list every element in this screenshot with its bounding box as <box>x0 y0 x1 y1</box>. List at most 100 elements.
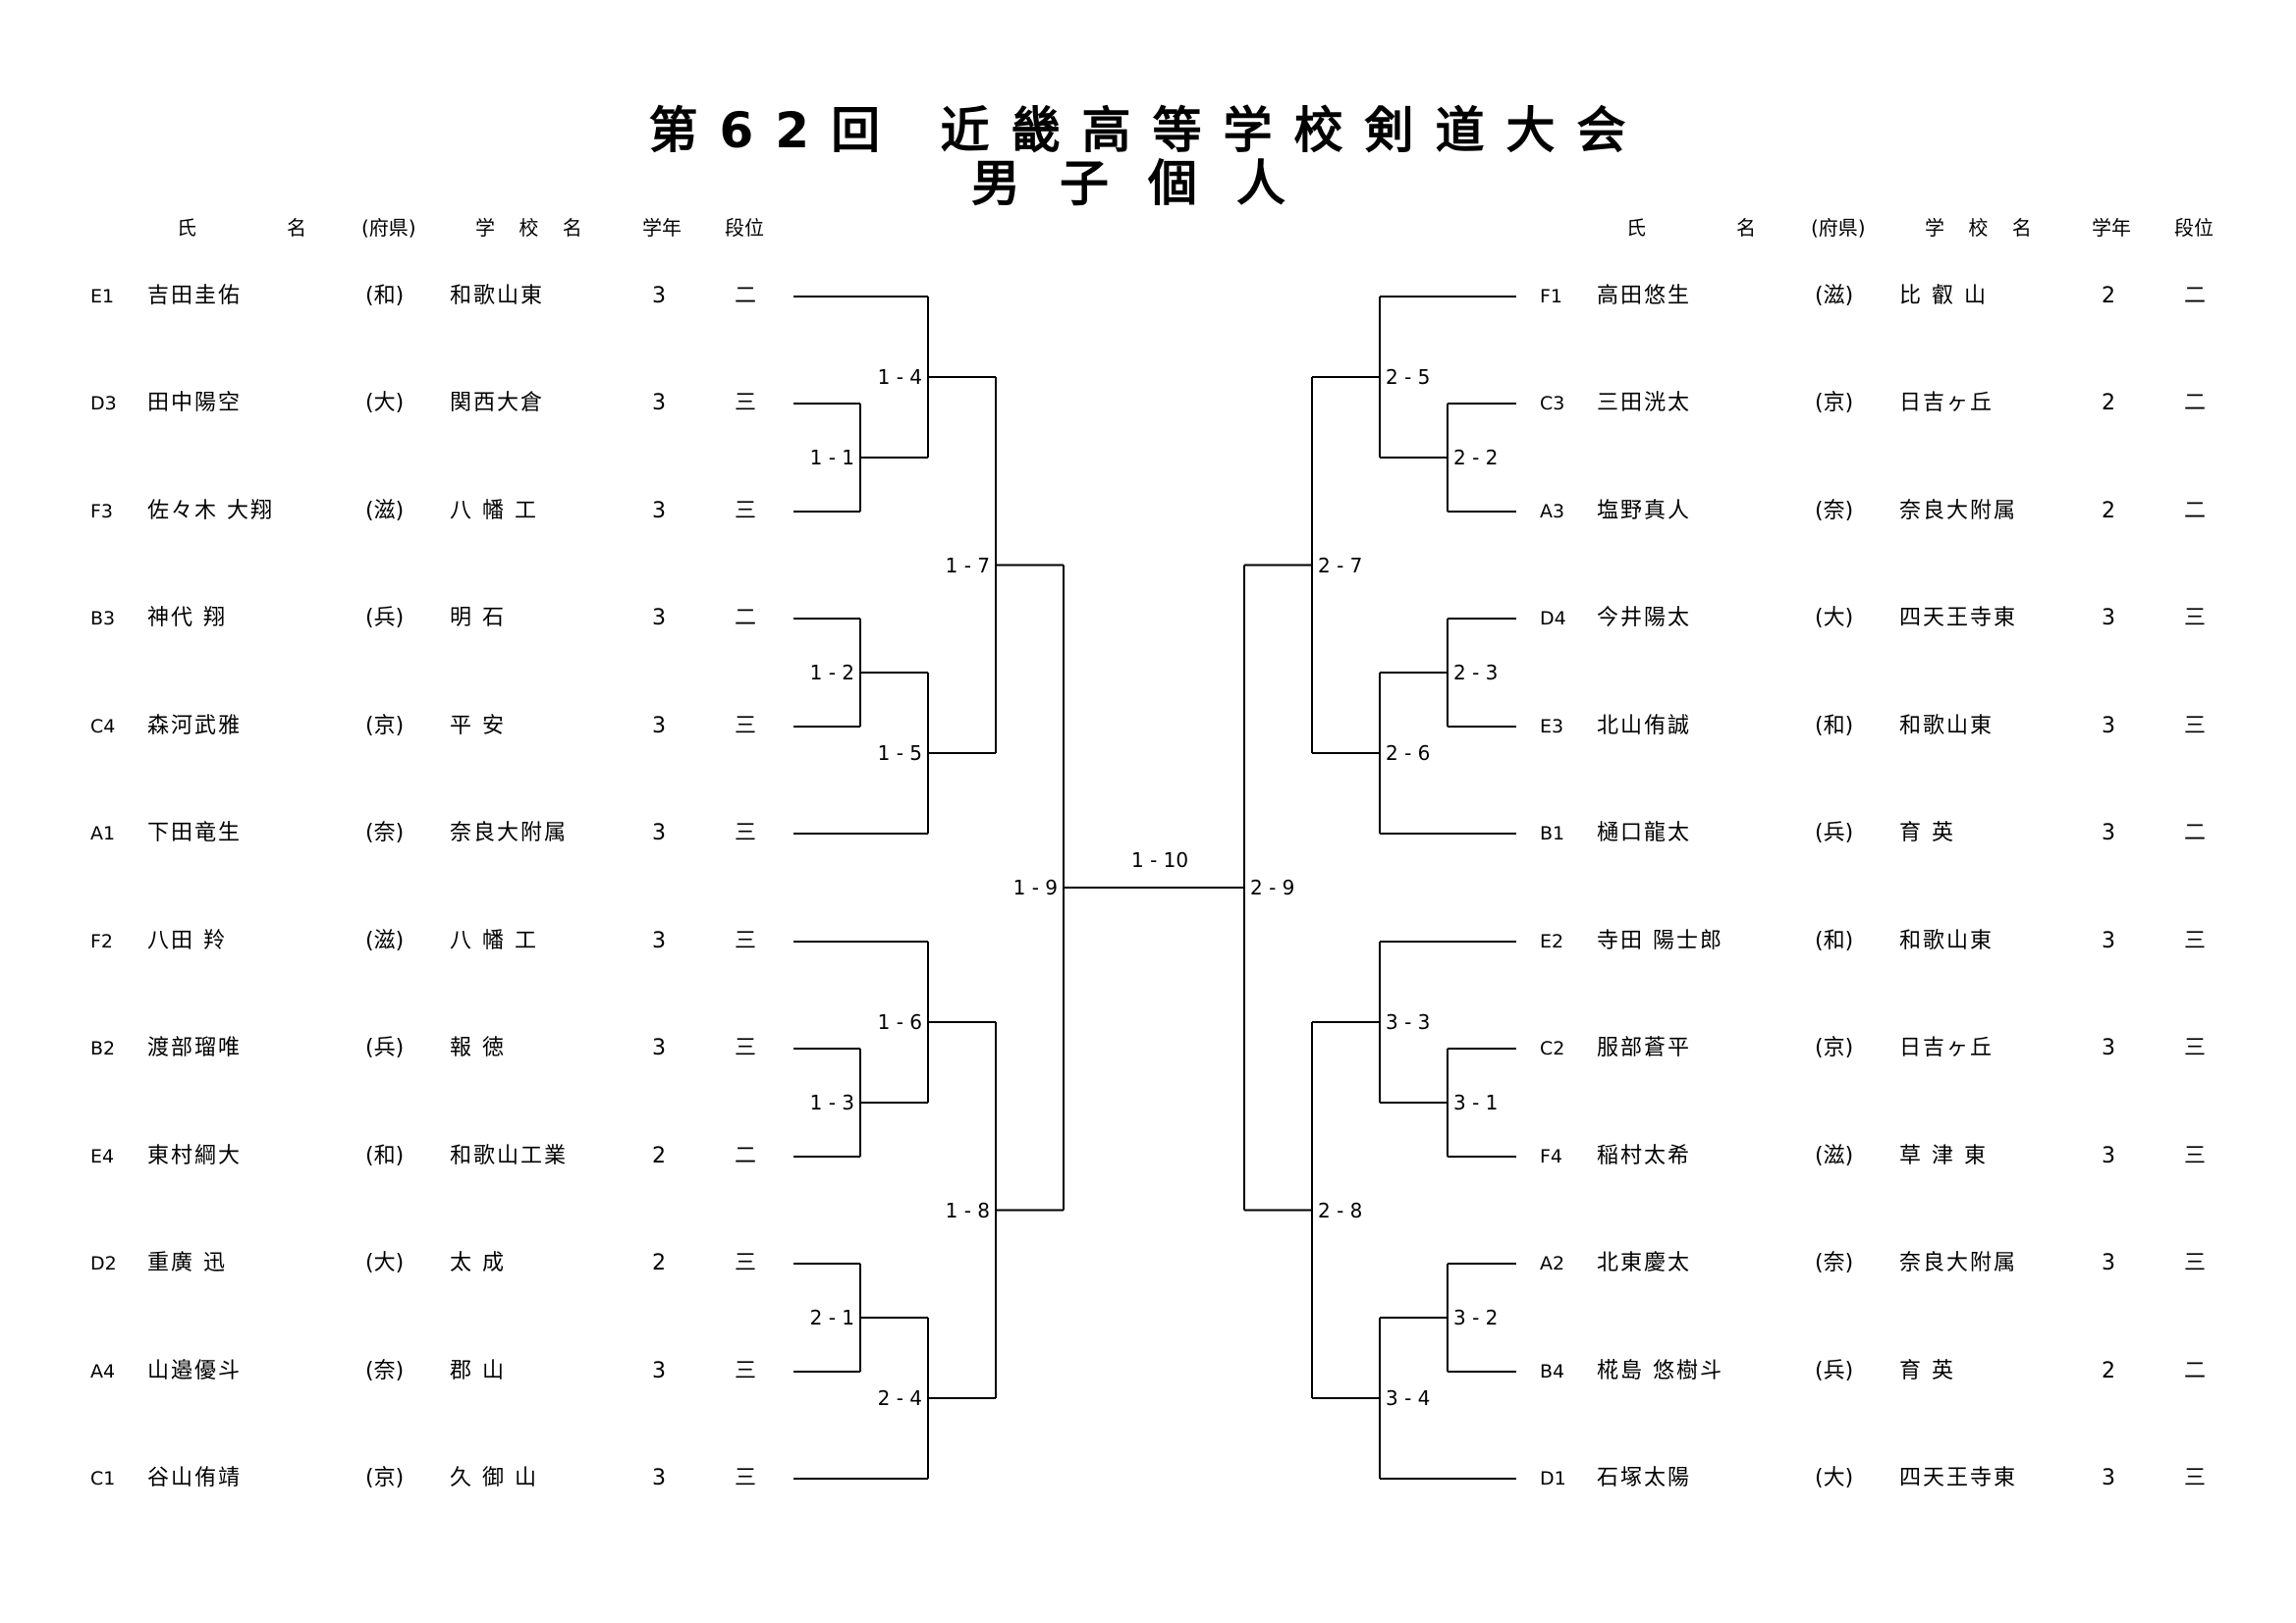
grade: 3 <box>652 606 666 630</box>
prefecture: (滋) <box>365 499 405 523</box>
seed-label: D2 <box>90 1253 117 1274</box>
seed-label: D1 <box>1540 1468 1566 1489</box>
school-name: 育 英 <box>1899 821 1955 845</box>
seed-label: C4 <box>90 716 116 737</box>
dan-rank: 三 <box>2184 606 2207 630</box>
seed-label: D4 <box>1540 608 1566 629</box>
player-name: 田中陽空 <box>147 391 243 415</box>
school-name: 和歌山工業 <box>450 1144 569 1168</box>
grade: 3 <box>2102 606 2115 630</box>
dan-rank: 三 <box>735 821 757 845</box>
header-rank: 段位 <box>725 216 764 240</box>
dan-rank: 三 <box>2184 1466 2207 1490</box>
tournament-title: 第62回 近畿高等学校剣道大会 <box>648 102 1648 159</box>
match-label: 2 - 3 <box>1451 661 1501 684</box>
header-name-1: 氏 <box>1626 216 1646 240</box>
grade: 3 <box>2102 1466 2115 1490</box>
prefecture: (京) <box>365 1466 405 1490</box>
seed-label: C2 <box>1540 1038 1565 1059</box>
match-label: 1 - 6 <box>875 1010 924 1034</box>
match-label: 2 - 1 <box>807 1306 856 1329</box>
dan-rank: 三 <box>2184 1251 2207 1275</box>
grade: 3 <box>2102 714 2115 738</box>
seed-label: A3 <box>1540 501 1565 522</box>
dan-rank: 二 <box>735 284 757 308</box>
header-school: 学 校 名 <box>1925 216 2032 240</box>
grade: 3 <box>652 929 666 953</box>
grade: 3 <box>652 1036 666 1060</box>
school-name: 奈良大附属 <box>450 821 569 845</box>
grade: 3 <box>2102 1036 2115 1060</box>
seed-label: E1 <box>90 286 115 307</box>
seed-label: B4 <box>1540 1361 1565 1382</box>
dan-rank: 二 <box>2184 391 2207 415</box>
grade: 3 <box>2102 1144 2115 1168</box>
grade: 3 <box>652 714 666 738</box>
grade: 3 <box>2102 1251 2115 1275</box>
dan-rank: 二 <box>2184 821 2207 845</box>
prefecture: (滋) <box>1815 1144 1854 1168</box>
school-name: 比 叡 山 <box>1899 284 1988 308</box>
prefecture: (和) <box>365 1144 405 1168</box>
player-name: 神代 翔 <box>147 606 227 630</box>
school-name: 太 成 <box>450 1251 506 1275</box>
prefecture: (兵) <box>1815 1359 1854 1383</box>
header-rank: 段位 <box>2174 216 2214 240</box>
prefecture: (奈) <box>1815 1251 1854 1275</box>
header-name-2: 名 <box>1736 216 1756 240</box>
grade: 2 <box>2102 391 2115 415</box>
school-name: 関西大倉 <box>450 391 545 415</box>
prefecture: (大) <box>1815 606 1854 630</box>
dan-rank: 三 <box>2184 714 2207 738</box>
header-pref: (府県) <box>1811 216 1866 240</box>
school-name: 明 石 <box>450 606 506 630</box>
match-label: 3 - 1 <box>1451 1091 1501 1114</box>
seed-label: F3 <box>90 501 114 522</box>
header-name-1: 氏 <box>177 216 196 240</box>
player-name: 森河武雅 <box>147 714 243 738</box>
match-label: 1 - 4 <box>875 365 924 389</box>
grade: 3 <box>652 1466 666 1490</box>
seed-label: A2 <box>1540 1253 1565 1274</box>
player-name: 石塚太陽 <box>1597 1466 1692 1490</box>
match-label: 1 - 2 <box>807 661 856 684</box>
dan-rank: 三 <box>735 391 757 415</box>
school-name: 久 御 山 <box>450 1466 538 1490</box>
player-name: 服部蒼平 <box>1597 1036 1692 1060</box>
seed-label: A1 <box>90 823 116 844</box>
match-label: 2 - 6 <box>1384 741 1433 765</box>
school-name: 四天王寺東 <box>1899 1466 2018 1490</box>
prefecture: (奈) <box>365 821 405 845</box>
dan-rank: 二 <box>2184 1359 2207 1383</box>
dan-rank: 三 <box>735 714 757 738</box>
prefecture: (滋) <box>1815 284 1854 308</box>
dan-rank: 二 <box>735 1144 757 1168</box>
grade: 3 <box>652 499 666 523</box>
grade: 3 <box>2102 821 2115 845</box>
school-name: 草 津 東 <box>1899 1144 1988 1168</box>
dan-rank: 二 <box>2184 284 2207 308</box>
dan-rank: 三 <box>735 1036 757 1060</box>
header-name-2: 名 <box>287 216 306 240</box>
player-name: 寺田 陽士郎 <box>1597 929 1723 953</box>
school-name: 和歌山東 <box>1899 714 1995 738</box>
school-name: 郡 山 <box>450 1359 506 1383</box>
seed-label: C3 <box>1540 393 1565 414</box>
grade: 2 <box>2102 284 2115 308</box>
grade: 2 <box>2102 1359 2115 1383</box>
player-name: 椛島 悠樹斗 <box>1597 1359 1723 1383</box>
school-name: 八 幡 工 <box>450 499 538 523</box>
header-grade: 学年 <box>2092 216 2131 240</box>
dan-rank: 三 <box>735 929 757 953</box>
player-name: 佐々木 大翔 <box>147 499 274 523</box>
school-name: 育 英 <box>1899 1359 1955 1383</box>
